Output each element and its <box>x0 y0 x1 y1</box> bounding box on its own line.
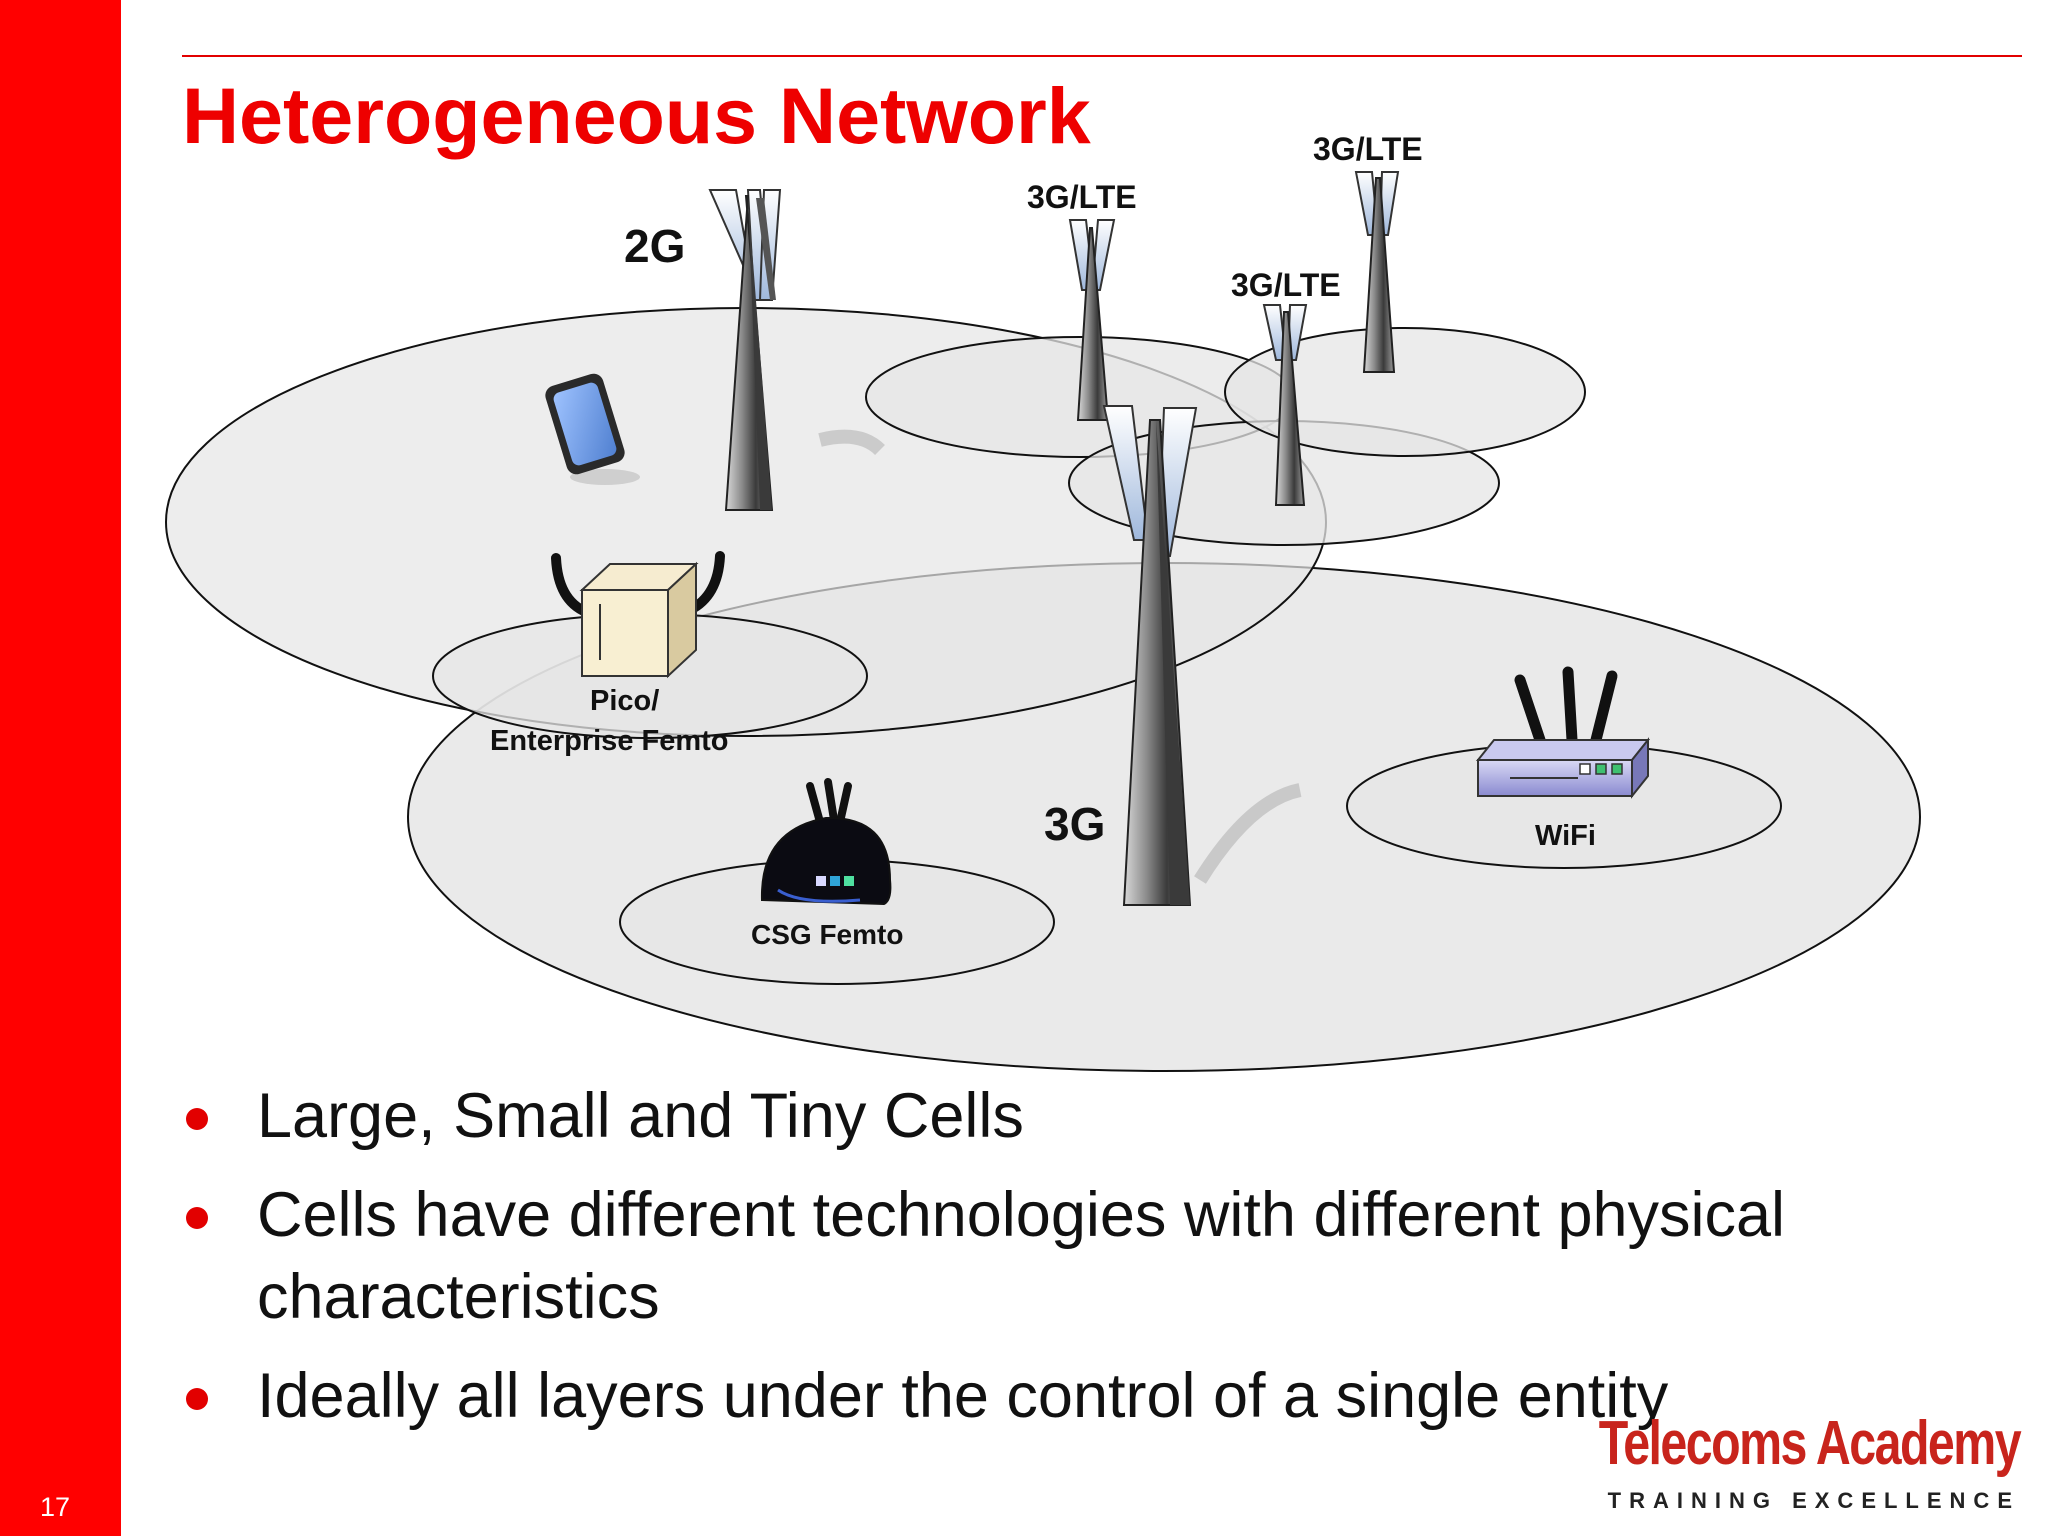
label-wifi: WiFi <box>1535 820 1596 852</box>
bullet-dot-icon <box>186 1388 208 1410</box>
label-3g: 3G <box>1044 798 1105 850</box>
tower-3g-lte-b-icon <box>1262 304 1308 506</box>
pico-femto-icon <box>551 551 725 679</box>
label-3g-lte-c: 3G/LTE <box>1313 131 1423 167</box>
slide-number: 17 <box>40 1492 71 1522</box>
bullet-dot-icon <box>186 1108 208 1130</box>
bullet-text: Cells have different technologies with d… <box>257 1180 1786 1332</box>
cell-3g-lte-c-coverage <box>1224 327 1586 457</box>
label-csg-femto: CSG Femto <box>751 919 903 950</box>
bullet-text: Large, Small and Tiny Cells <box>257 1081 1024 1151</box>
label-2g: 2G <box>624 220 685 272</box>
label-pico-line2: Enterprise Femto <box>490 725 729 757</box>
wifi-router-icon <box>1475 666 1651 799</box>
label-3g-lte-b: 3G/LTE <box>1231 267 1341 303</box>
bullet-item: Large, Small and Tiny Cells <box>182 1075 1982 1157</box>
label-pico-line1: Pico/ <box>590 685 659 717</box>
label-3g-lte-a: 3G/LTE <box>1027 179 1137 215</box>
csg-femto-icon <box>760 778 892 906</box>
bullet-list: Large, Small and Tiny Cells Cells have d… <box>182 1075 1982 1454</box>
bullet-dot-icon <box>186 1207 208 1229</box>
bullet-item: Ideally all layers under the control of … <box>182 1355 1982 1437</box>
title-rule <box>182 55 2022 57</box>
tower-3g-icon <box>1102 405 1198 906</box>
bullet-text: Ideally all layers under the control of … <box>257 1361 1669 1431</box>
bullet-item: Cells have different technologies with d… <box>182 1174 1982 1338</box>
mobile-phone-icon <box>545 373 640 485</box>
logo-name: Telecoms Academy <box>1598 1409 2022 1478</box>
left-accent-bar <box>0 0 121 1536</box>
tower-3g-lte-a-icon <box>1068 219 1116 421</box>
slide-title: Heterogeneous Network <box>182 71 1091 160</box>
tower-3g-lte-c-icon <box>1354 171 1400 373</box>
network-diagram: 2G 3G/LTE 3G/LTE 3G/LTE 3G Pico/ Enterpr… <box>165 131 1921 1072</box>
logo-tagline: TRAINING EXCELLENCE <box>1607 1488 2020 1513</box>
tower-2g-icon <box>708 189 782 511</box>
company-logo: Telecoms Academy TRAINING EXCELLENCE <box>1599 1408 2022 1518</box>
